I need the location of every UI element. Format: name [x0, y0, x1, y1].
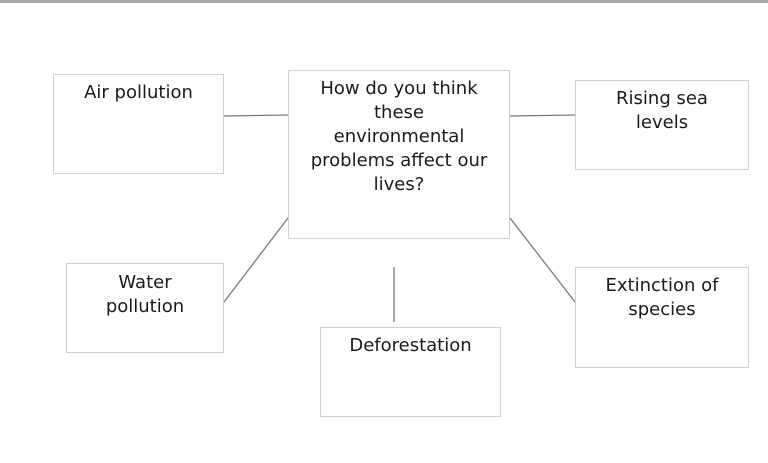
connector-air-pollution: [223, 114, 289, 117]
connector-extinction-of-species: [509, 217, 576, 303]
node-air-pollution-label: Air pollution: [84, 82, 193, 103]
connector-rising-sea-levels: [509, 114, 576, 117]
node-deforestation-label: Deforestation: [349, 335, 472, 356]
node-air-pollution[interactable]: Air pollution: [53, 74, 224, 174]
node-deforestation[interactable]: Deforestation: [320, 327, 501, 417]
top-divider: [0, 0, 768, 3]
connector-water-pollution: [223, 217, 289, 303]
